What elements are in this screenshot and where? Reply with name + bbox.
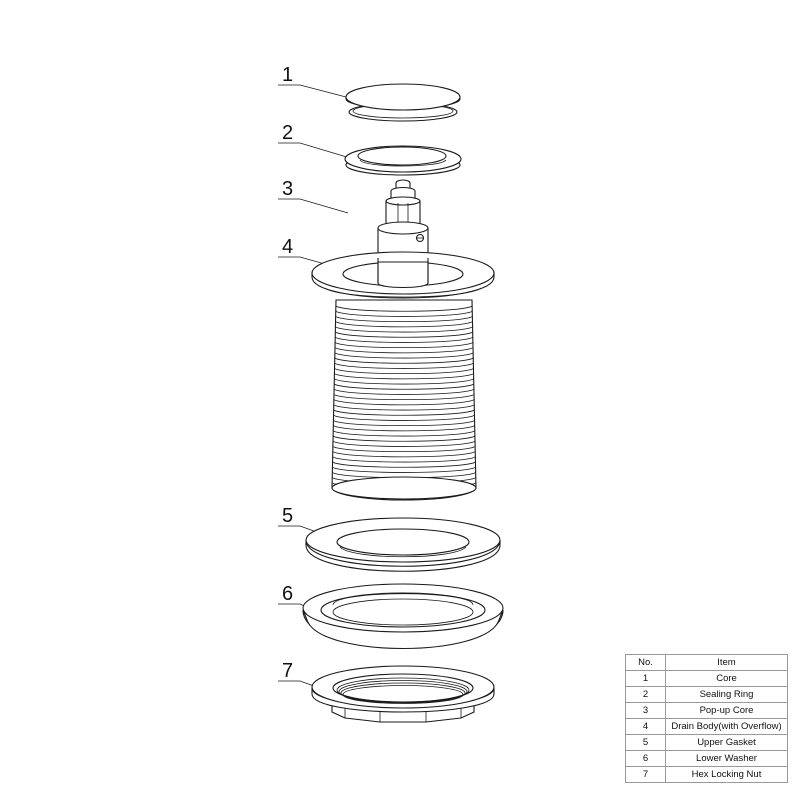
cell-item: Hex Locking Nut bbox=[665, 766, 788, 783]
cell-item: Lower Washer bbox=[665, 750, 788, 767]
callout-6: 6 bbox=[282, 583, 293, 605]
thread-ring bbox=[333, 388, 475, 395]
thread-ring bbox=[335, 305, 473, 312]
part-drain-body bbox=[311, 251, 495, 501]
thread-ring bbox=[334, 347, 474, 354]
thread-ring bbox=[333, 425, 475, 432]
cell-no: 7 bbox=[625, 766, 666, 783]
cell-no: 2 bbox=[625, 686, 666, 703]
thread-ring bbox=[335, 331, 473, 338]
thread-ring bbox=[335, 316, 473, 323]
thread-ring bbox=[334, 378, 474, 385]
cell-item: Drain Body(with Overflow) bbox=[665, 718, 788, 735]
cell-no: 4 bbox=[625, 718, 666, 735]
thread-ring bbox=[333, 409, 475, 416]
thread-ring bbox=[333, 399, 475, 406]
cell-item: Core bbox=[665, 670, 788, 687]
header-no: No. bbox=[625, 654, 666, 671]
callout-2: 2 bbox=[282, 122, 293, 144]
thread-ring bbox=[335, 321, 473, 328]
leader-2 bbox=[278, 142, 351, 159]
thread-ring bbox=[332, 456, 476, 463]
callout-1: 1 bbox=[282, 64, 293, 86]
cell-item: Pop-up Core bbox=[665, 702, 788, 719]
cell-no: 6 bbox=[625, 750, 666, 767]
callout-5: 5 bbox=[282, 505, 293, 527]
thread-ring bbox=[333, 404, 475, 411]
thread-ring bbox=[334, 352, 474, 359]
part-sealing-ring bbox=[344, 145, 462, 176]
thread-ring bbox=[334, 368, 474, 375]
nut-thread-ring bbox=[336, 677, 470, 703]
cell-item: Sealing Ring bbox=[665, 686, 788, 703]
callout-4: 4 bbox=[282, 236, 293, 258]
thread-ring bbox=[333, 383, 475, 390]
thread-ring bbox=[332, 446, 476, 453]
part-lower-washer bbox=[302, 583, 504, 650]
thread-ring bbox=[332, 440, 476, 447]
thread-ring bbox=[332, 435, 476, 442]
thread-ring bbox=[332, 451, 476, 458]
part-upper-gasket bbox=[305, 517, 501, 572]
thread-ring bbox=[334, 336, 474, 343]
nut-thread-ring bbox=[342, 685, 464, 704]
nut-threads bbox=[336, 677, 470, 704]
header-item: Item bbox=[665, 654, 788, 671]
cell-no: 5 bbox=[625, 734, 666, 751]
thread-ring bbox=[332, 466, 476, 473]
thread-ring bbox=[332, 461, 476, 468]
callout-7: 7 bbox=[282, 660, 293, 682]
cell-item: Upper Gasket bbox=[665, 734, 788, 751]
part-core bbox=[345, 83, 461, 122]
thread-ring bbox=[333, 394, 475, 401]
nut-thread-ring bbox=[340, 682, 466, 704]
callout-3: 3 bbox=[282, 178, 293, 200]
thread-ring bbox=[334, 342, 474, 349]
table-header-row: No. Item bbox=[625, 654, 788, 671]
thread-ring bbox=[334, 362, 474, 369]
thread-ring bbox=[334, 373, 474, 380]
thread-ring bbox=[335, 310, 473, 317]
part-hex-nut bbox=[311, 665, 495, 723]
thread-ring bbox=[335, 326, 473, 333]
thread-ring bbox=[334, 357, 474, 364]
nut-thread-ring bbox=[338, 680, 468, 703]
thread-ring bbox=[333, 420, 475, 427]
cell-no: 1 bbox=[625, 670, 666, 687]
cell-no: 3 bbox=[625, 702, 666, 719]
thread-ring bbox=[333, 414, 475, 421]
leader-1 bbox=[278, 84, 347, 98]
thread-ring bbox=[332, 430, 476, 437]
leader-3 bbox=[278, 198, 349, 214]
